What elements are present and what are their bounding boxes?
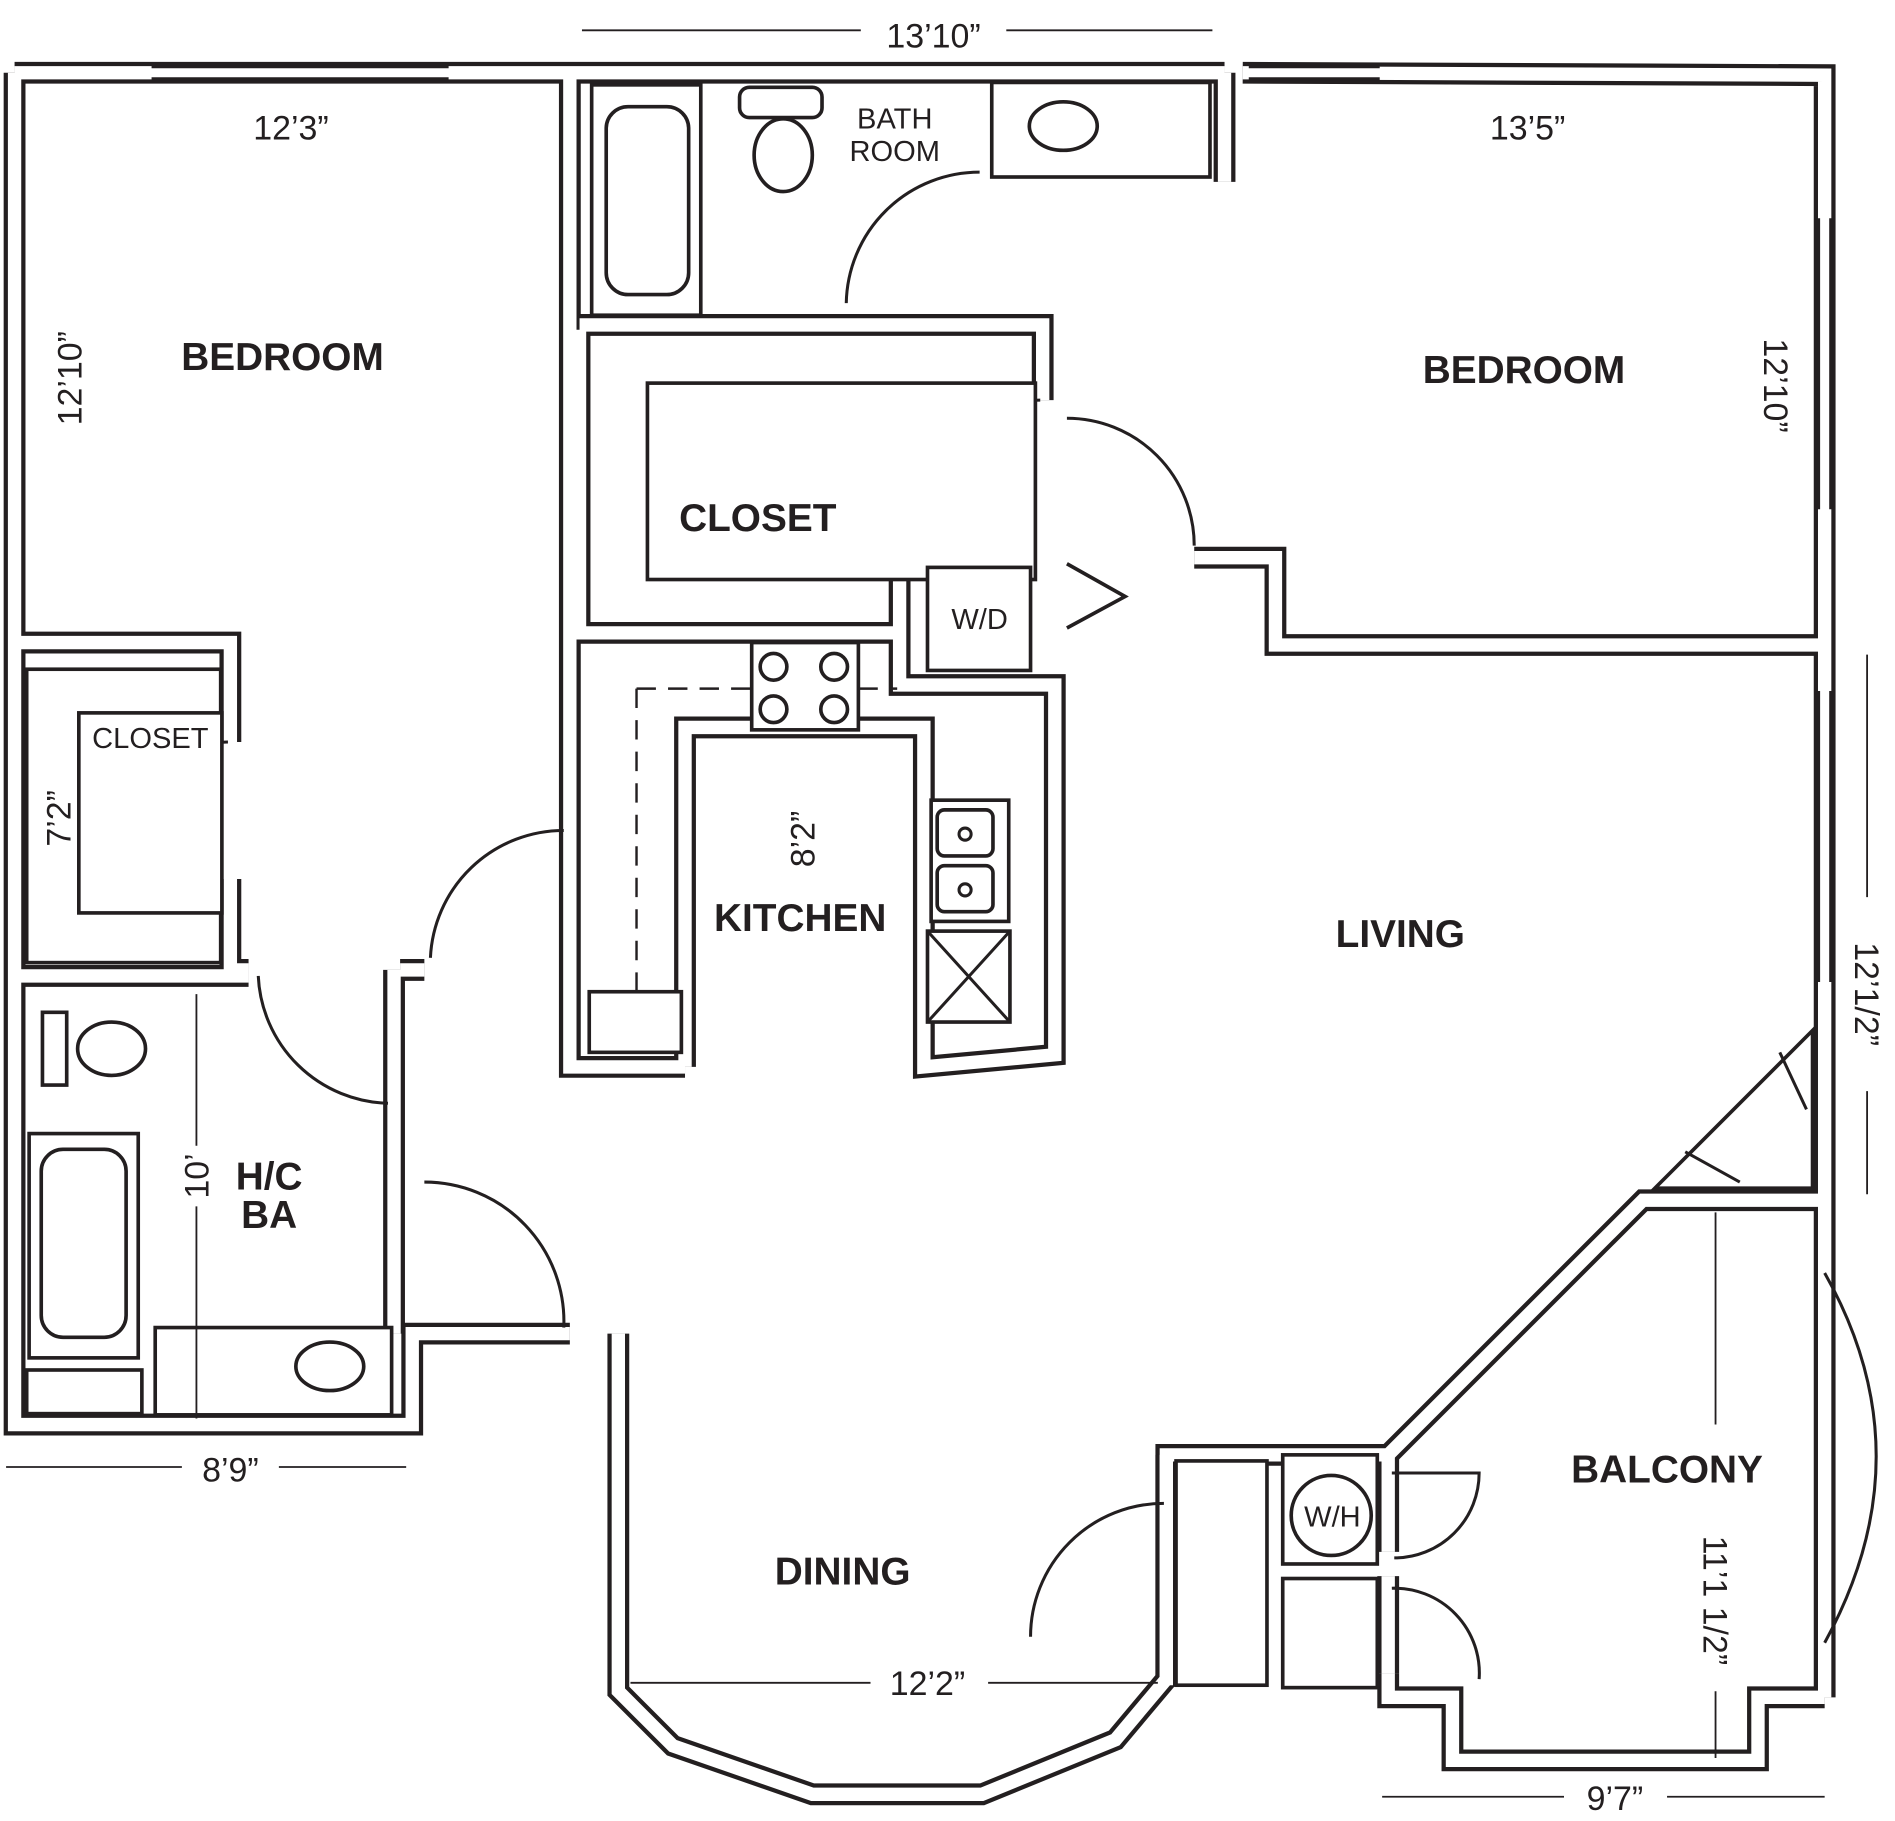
dim-bedroom-right-width: 13’5” [1490, 109, 1565, 147]
dim-kitchen: 8’2” [785, 811, 823, 868]
label-closet-small: CLOSET [92, 723, 209, 755]
label-bath-1: BATH [857, 104, 932, 136]
label-ba: BA [241, 1194, 297, 1237]
toilet [752, 116, 815, 194]
dimension-lines [6, 29, 1869, 1798]
dim-balcony-width: 9’7” [1587, 1780, 1644, 1818]
label-closet: CLOSET [679, 497, 837, 540]
fireplace [1650, 1026, 1815, 1190]
dimension-labels: 13’10” 12’3” 12’10” 13’5” 12’10” 7’2” 8’… [40, 17, 1885, 1818]
dim-balcony-depth: 11’1 1/2” [1695, 1536, 1733, 1666]
dim-overall-top: 13’10” [886, 17, 980, 55]
hc-toilet [75, 1020, 148, 1078]
closet-shelf [645, 381, 1038, 582]
label-wd: W/D [951, 604, 1008, 636]
dim-hc-ba-depth: 10’ [179, 1153, 217, 1198]
windows [151, 65, 1878, 1644]
vanity [989, 80, 1212, 179]
label-balcony: BALCONY [1571, 1449, 1763, 1492]
hc-shelf [24, 1368, 144, 1416]
dim-bedroom-left-width: 12’3” [253, 109, 328, 147]
label-dining: DINING [775, 1551, 911, 1594]
sink [1027, 100, 1100, 153]
dim-living: 12’1/2” [1847, 942, 1885, 1046]
walls [3, 61, 1836, 1806]
label-bedroom-right: BEDROOM [1423, 349, 1626, 392]
label-wh: W/H [1304, 1501, 1361, 1533]
label-bath-2: ROOM [850, 136, 940, 168]
label-living: LIVING [1336, 913, 1465, 956]
water-heater [1289, 1473, 1374, 1558]
dim-dining-width: 12’2” [890, 1665, 965, 1703]
washer-dryer [925, 565, 1033, 673]
dim-bedroom-right-depth: 12’10” [1756, 338, 1794, 432]
toilet-tank [737, 85, 824, 120]
dim-bedroom-left-depth: 12’10” [51, 331, 89, 425]
room-labels: BEDROOM BEDROOM BATH ROOM CLOSET CLOSET … [92, 104, 1763, 1594]
dim-hc-ba-width: 8’9” [202, 1452, 259, 1490]
counter [587, 989, 684, 1055]
fixtures [24, 80, 1815, 1690]
dim-closet-small: 7’2” [40, 790, 78, 847]
pantry-shelf [1174, 1459, 1269, 1688]
label-bedroom-left: BEDROOM [181, 336, 384, 379]
label-kitchen: KITCHEN [714, 897, 886, 940]
label-hc: H/C [236, 1155, 303, 1198]
